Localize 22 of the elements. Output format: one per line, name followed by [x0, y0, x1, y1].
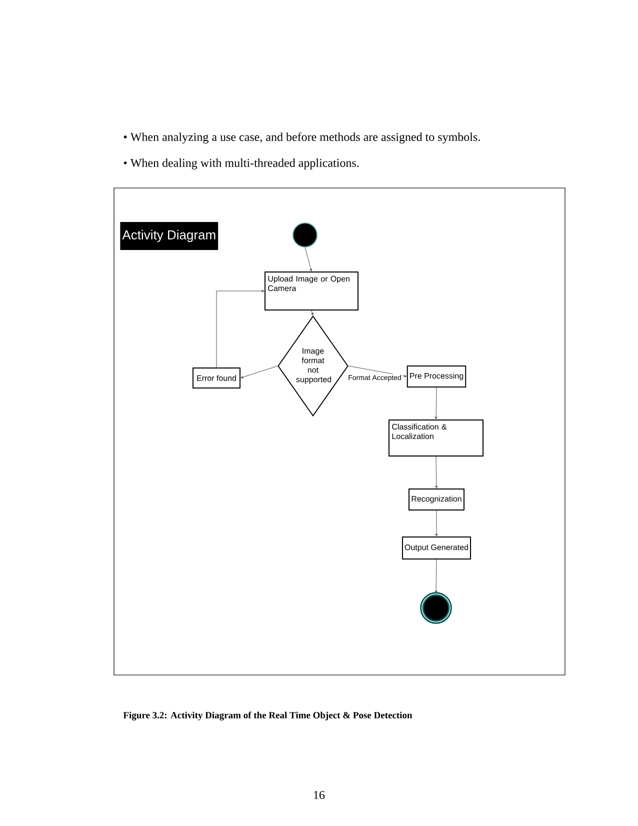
arrow [348, 366, 407, 378]
arrow [434, 387, 438, 420]
activity-box: Classification & Localization [388, 420, 484, 456]
activity-box: Output Generated [402, 536, 472, 560]
arrow [311, 310, 314, 316]
end-node [420, 592, 452, 624]
arrow [216, 290, 264, 368]
arrow [240, 366, 278, 378]
arrow [434, 559, 438, 593]
title-banner: Activity Diagram [120, 222, 218, 250]
arrow [435, 456, 438, 488]
arrow [435, 510, 438, 536]
page-number: 16 [314, 790, 325, 800]
figure-caption: Figure 3.2: Activity Diagram of the Real Time Object & Pose Detection [123, 712, 412, 720]
bullet-text: • When dealing with multi-threaded applications. [124, 158, 359, 170]
activity-box: Error found [192, 368, 240, 388]
activity-box: Pre Processing [406, 366, 466, 388]
activity-box: Upload Image or Open Camera [264, 272, 358, 310]
bullet-text: • When analyzing a use case, and before methods are assigned to symbols. [124, 132, 480, 144]
arrow [304, 247, 312, 272]
start-node [292, 222, 318, 248]
activity-box: Recognization [408, 488, 464, 510]
